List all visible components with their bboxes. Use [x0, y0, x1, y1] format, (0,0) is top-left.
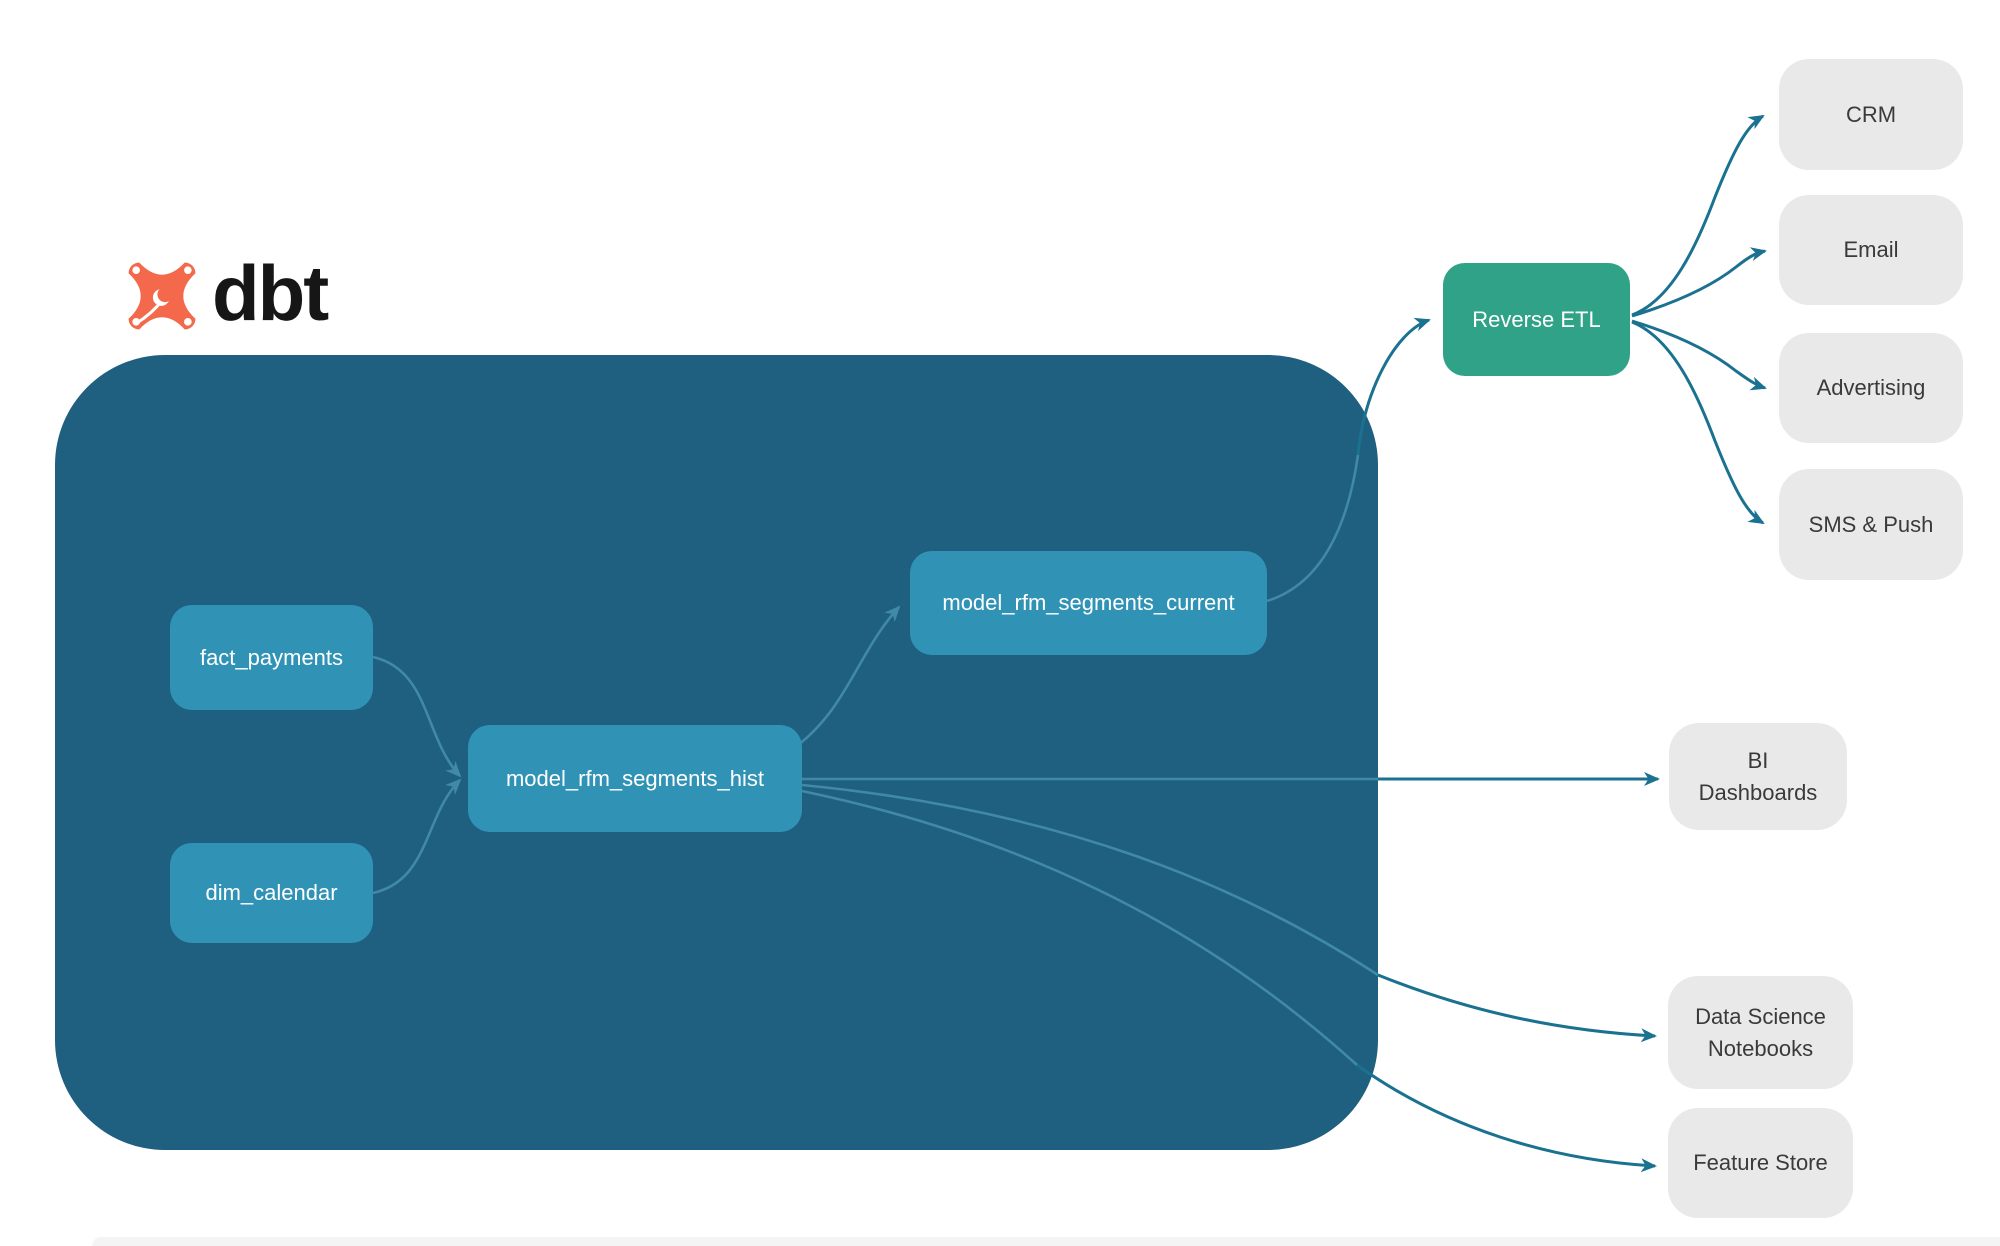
node-feature-store-label: Feature Store	[1693, 1150, 1828, 1176]
node-sms-push-label: SMS & Push	[1808, 511, 1934, 537]
node-dim-calendar: dim_calendar	[170, 843, 373, 943]
node-fact-payments: fact_payments	[170, 605, 373, 710]
node-email-label: Email	[1843, 237, 1899, 263]
dbt-logo-wordmark: dbt	[212, 249, 329, 337]
node-crm-label: CRM	[1845, 101, 1897, 127]
node-crm: CRM	[1779, 59, 1963, 170]
node-sms-push: SMS & Push	[1779, 469, 1963, 580]
edge-hist-to-feature-store	[1356, 1063, 1657, 1173]
node-model-rfm-segments-hist-label: model_rfm_segments_hist	[505, 765, 764, 791]
node-bi-dashboards-label: BI Dashboards	[1698, 747, 1818, 805]
node-data-science-notebooks: Data Science Notebooks	[1668, 976, 1853, 1089]
node-email: Email	[1779, 195, 1963, 305]
edge-reverse-etl-to-advertising	[1631, 319, 1767, 391]
node-model-rfm-segments-hist: model_rfm_segments_hist	[468, 725, 802, 832]
node-feature-store: Feature Store	[1668, 1108, 1853, 1218]
bottom-section-edge	[92, 1237, 2000, 1246]
node-reverse-etl: Reverse ETL	[1443, 263, 1630, 376]
node-reverse-etl-label: Reverse ETL	[1472, 306, 1601, 332]
node-data-science-notebooks-label: Data Science Notebooks	[1695, 1003, 1826, 1061]
edge-hist-to-data-science-notebooks	[1377, 973, 1657, 1043]
node-model-rfm-segments-current-label: model_rfm_segments_current	[942, 590, 1235, 616]
node-advertising-label: Advertising	[1816, 375, 1926, 401]
node-dim-calendar-label: dim_calendar	[205, 880, 338, 906]
edge-reverse-etl-to-crm	[1631, 114, 1765, 317]
dbt-logo-icon	[128, 262, 196, 330]
node-advertising: Advertising	[1779, 333, 1963, 443]
edge-reverse-etl-to-sms-push	[1631, 320, 1765, 525]
edge-reverse-etl-to-email	[1631, 247, 1767, 318]
node-bi-dashboards: BI Dashboards	[1669, 723, 1847, 830]
node-model-rfm-segments-current: model_rfm_segments_current	[910, 551, 1267, 655]
node-fact-payments-label: fact_payments	[199, 644, 344, 670]
dbt-logo: dbt	[124, 249, 329, 338]
